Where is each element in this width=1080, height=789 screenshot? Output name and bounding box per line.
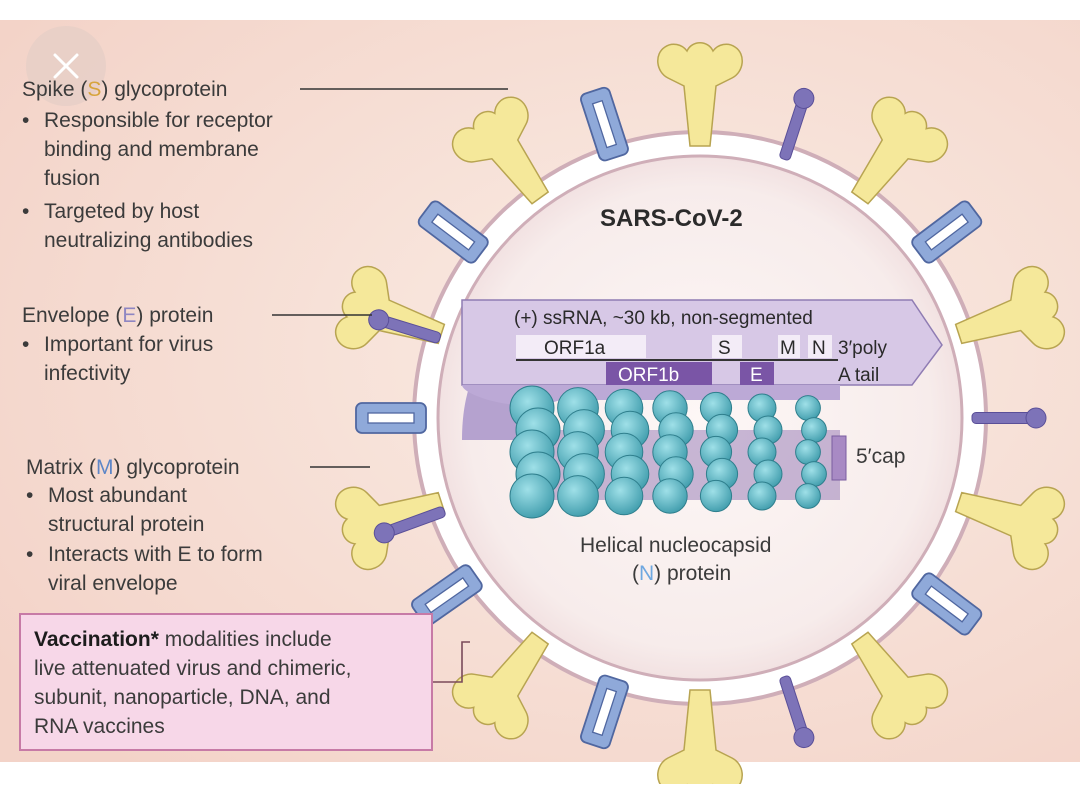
matrix-bullet-2-line-1: Interacts with E to form bbox=[48, 543, 263, 566]
envelope-suffix: ) protein bbox=[136, 304, 213, 327]
rna-fold bbox=[462, 385, 840, 406]
n-suffix: ) protein bbox=[654, 562, 731, 585]
spike-prefix: Spike ( bbox=[22, 78, 87, 101]
matrix-heading: Matrix (M) glycoprotein bbox=[26, 456, 240, 479]
matrix-letter: M bbox=[96, 456, 114, 479]
genome-schematic: (+) ssRNA, ~30 kb, non-segmented ORF1a S… bbox=[461, 299, 943, 440]
spike-bullet-1-line-3: fusion bbox=[44, 167, 100, 190]
envelope-letter: E bbox=[122, 304, 136, 327]
orf1b-label: ORF1b bbox=[618, 365, 679, 386]
close-button[interactable] bbox=[26, 26, 106, 106]
nucleocapsid-subunit bbox=[801, 461, 827, 487]
n-prefix: ( bbox=[632, 562, 639, 585]
spike-suffix: ) glycoprotein bbox=[101, 78, 227, 101]
vaccination-rest: modalities include bbox=[159, 628, 332, 651]
virus-title: SARS-CoV-2 bbox=[600, 205, 743, 232]
matrix-bullet-1-line-2: structural protein bbox=[48, 513, 204, 536]
nucleocapsid-subunit bbox=[795, 439, 821, 465]
envelope-heading: Envelope (E) protein bbox=[22, 304, 213, 327]
vaccination-line-2: live attenuated virus and chimeric, bbox=[34, 657, 352, 680]
spike-bullet-1-line-2: binding and membrane bbox=[44, 138, 259, 161]
matrix-bullet-2-line-2: viral envelope bbox=[48, 572, 178, 595]
matrix-suffix: ) glycoprotein bbox=[114, 456, 240, 479]
spike-letter: S bbox=[87, 78, 101, 101]
matrix-bullet-1-line-1: Most abundant bbox=[48, 484, 187, 507]
vaccination-bold: Vaccination* bbox=[34, 628, 160, 651]
e-gene-label: E bbox=[750, 365, 763, 386]
s-gene-box bbox=[712, 335, 742, 358]
m-gene-label: M bbox=[780, 338, 796, 359]
poly-a-label-2: A tail bbox=[838, 365, 879, 386]
matrix-annotation: Matrix (M) glycoprotein • Most abundant … bbox=[26, 456, 370, 595]
nucleocapsid-coil bbox=[509, 385, 827, 519]
orf1b-box bbox=[606, 362, 712, 385]
n-letter: N bbox=[639, 562, 654, 585]
vaccination-box bbox=[19, 613, 433, 751]
nucleocapsid bbox=[509, 385, 847, 519]
spike-bullet-2-line-1: Targeted by host bbox=[44, 200, 199, 223]
nucleocapsid-label: Helical nucleocapsid bbox=[580, 534, 771, 557]
bullet: • bbox=[22, 333, 29, 356]
vaccination-note: Vaccination* modalities include live att… bbox=[19, 613, 470, 751]
cap-end bbox=[831, 435, 847, 481]
n-gene-box bbox=[808, 335, 832, 358]
virus-interior bbox=[436, 154, 964, 682]
nucleocapsid-subunit bbox=[795, 395, 821, 421]
envelope-prefix: Envelope ( bbox=[22, 304, 122, 327]
nucleocapsid-subunit bbox=[747, 481, 777, 511]
envelope-bullet-1-line-2: infectivity bbox=[44, 362, 131, 385]
orf1a-box bbox=[516, 335, 646, 358]
nucleocapsid-subunit bbox=[509, 473, 555, 519]
matrix-protein bbox=[355, 402, 427, 434]
orf1a-label: ORF1a bbox=[544, 338, 606, 359]
nucleocapsid-subunit bbox=[699, 479, 733, 513]
spike-bullet-2-line-2: neutralizing antibodies bbox=[44, 229, 253, 252]
nucleocapsid-subunit bbox=[557, 475, 599, 517]
spike-annotation: Spike (S) glycoprotein • Responsible for… bbox=[22, 78, 508, 252]
bullet: • bbox=[22, 200, 29, 223]
nucleocapsid-subunit bbox=[795, 483, 821, 509]
genome-header: (+) ssRNA, ~30 kb, non-segmented bbox=[514, 308, 813, 329]
nucleocapsid-subunit bbox=[652, 478, 688, 514]
vaccination-line-1: Vaccination* modalities include bbox=[34, 628, 332, 651]
nucleocapsid-subunit bbox=[801, 417, 827, 443]
bullet: • bbox=[22, 109, 29, 132]
n-gene-label: N bbox=[812, 338, 826, 359]
vaccination-bracket bbox=[432, 641, 470, 683]
cap-label: 5′cap bbox=[856, 445, 905, 468]
matrix-prefix: Matrix ( bbox=[26, 456, 96, 479]
bullet: • bbox=[26, 484, 33, 507]
nucleocapsid-subunit bbox=[604, 476, 644, 516]
spike-bullet-1-line-1: Responsible for receptor bbox=[44, 109, 273, 132]
s-gene-label: S bbox=[718, 338, 731, 359]
bullet: • bbox=[26, 543, 33, 566]
spike-heading: Spike (S) glycoprotein bbox=[22, 78, 227, 101]
vaccination-line-3: subunit, nanoparticle, DNA, and bbox=[34, 686, 331, 709]
poly-a-label-1: 3′poly bbox=[838, 338, 887, 359]
envelope-bullet-1-line-1: Important for virus bbox=[44, 333, 213, 356]
e-gene-box bbox=[740, 362, 774, 385]
m-gene-box bbox=[778, 335, 800, 358]
envelope-annotation: Envelope (E) protein • Important for vir… bbox=[22, 304, 372, 385]
vaccination-line-4: RNA vaccines bbox=[34, 715, 165, 738]
close-icon bbox=[53, 53, 79, 79]
nucleocapsid-protein-label: (N) protein bbox=[632, 562, 731, 585]
